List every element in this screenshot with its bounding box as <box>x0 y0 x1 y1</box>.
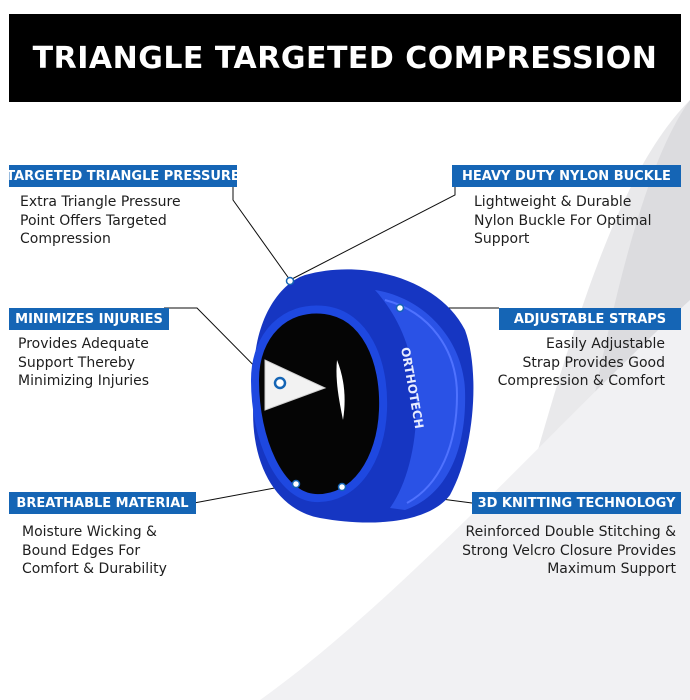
page-title: TRIANGLE TARGETED COMPRESSION <box>9 14 681 102</box>
desc-adjustable-straps: Easily Adjustable Strap Provides Good Co… <box>497 336 665 389</box>
desc-3d-knitting-technology: Reinforced Double Stitching & Strong Vel… <box>462 524 676 577</box>
desc-minimizes-injuries: Provides Adequate Support Thereby Minimi… <box>18 336 150 389</box>
desc-breathable-material: Moisture Wicking & Bound Edges For Comfo… <box>22 524 167 577</box>
label-targeted-triangle-pressure: TARGETED TRIANGLE PRESSURE <box>6 165 240 187</box>
desc-targeted-triangle-pressure: Extra Triangle Pressure Point Offers Tar… <box>20 194 181 247</box>
strap-product-image: ORTHOTECH <box>250 269 474 523</box>
label-heavy-duty-nylon-buckle: HEAVY DUTY NYLON BUCKLE <box>452 165 681 187</box>
label-3d-knitting-technology: 3D KNITTING TECHNOLOGY <box>472 492 681 514</box>
desc-heavy-duty-nylon-buckle: Lightweight & Durable Nylon Buckle For O… <box>474 194 652 247</box>
label-minimizes-injuries: MINIMIZES INJURIES <box>9 308 169 330</box>
label-breathable-material: BREATHABLE MATERIAL <box>9 492 196 514</box>
label-adjustable-straps: ADJUSTABLE STRAPS <box>499 308 681 330</box>
